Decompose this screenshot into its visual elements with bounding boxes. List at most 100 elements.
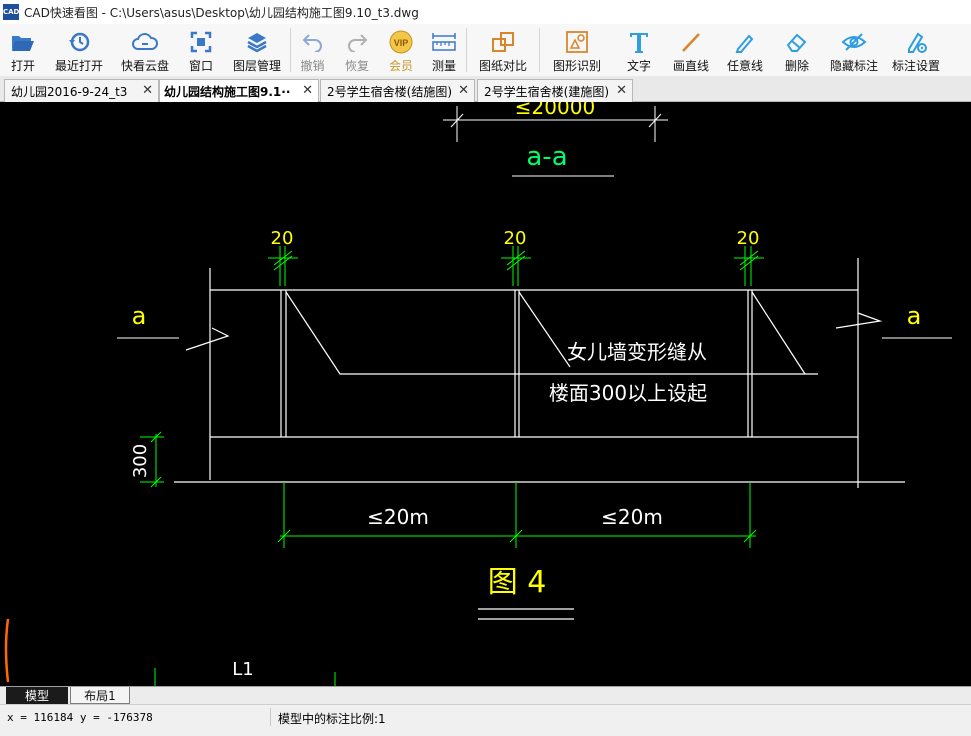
layout-tab-layout1[interactable]: 布局1: [70, 687, 130, 704]
annotation-settings-button[interactable]: 标注设置: [886, 24, 946, 76]
tab-label: 2号学生宿舍楼(结施图): [327, 84, 452, 99]
hide-annotation-label: 隐藏标注: [829, 59, 878, 73]
figure-title: 图 4: [488, 565, 547, 600]
document-tabbar: 幼儿园2016-9-24_t3 ✕ 幼儿园结构施工图9.1·· ✕ 2号学生宿舍…: [0, 76, 971, 103]
toolbar-separator: [466, 28, 467, 72]
gap-dimension-text: 20: [737, 228, 760, 249]
bottom-dimension-ticks: [154, 668, 336, 686]
close-tab-icon[interactable]: ✕: [458, 83, 469, 98]
undo-icon: [300, 29, 326, 55]
window-title: CAD快速看图 - C:\Users\asus\Desktop\幼儿园结构施工图…: [24, 5, 419, 20]
gap-dimension-text: 20: [504, 228, 527, 249]
top-dimension: [443, 106, 668, 142]
tab-label: 幼儿园结构施工图9.1··: [164, 85, 291, 99]
tab-label: 幼儿园2016-9-24_t3: [11, 84, 128, 99]
eraser-icon: [784, 29, 810, 55]
close-tab-icon[interactable]: ✕: [302, 83, 313, 98]
main-toolbar: 打开 最近打开 快看云盘 窗口 图层管理: [0, 24, 971, 76]
layout-tabbar: 模型 布局1: [0, 686, 971, 704]
parapet-wall-geometry: [174, 258, 905, 488]
undo-label: 撤销: [300, 59, 325, 73]
tab-dormitory-architecture[interactable]: 2号学生宿舍楼(建施图) ✕: [477, 79, 633, 102]
span-dimension-lines: [277, 482, 757, 548]
close-tab-icon[interactable]: ✕: [616, 83, 627, 98]
undo-button[interactable]: 撤销: [291, 24, 334, 76]
erase-button[interactable]: 删除: [772, 24, 822, 76]
redo-label: 恢复: [344, 59, 369, 73]
annotation-settings-icon: [903, 29, 929, 55]
recent-label: 最近打开: [54, 59, 103, 73]
open-button[interactable]: 打开: [0, 24, 46, 76]
toolbar-separator: [539, 28, 540, 72]
text-label: 文字: [626, 59, 651, 73]
redo-icon: [344, 29, 370, 55]
shape-recognize-button[interactable]: 图形识别: [540, 24, 614, 76]
annotation-scale-text: 模型中的标注比例:1: [278, 712, 386, 726]
window-button[interactable]: 窗口: [178, 24, 224, 76]
compare-button[interactable]: 图纸对比: [467, 24, 539, 76]
redo-button[interactable]: 恢复: [334, 24, 380, 76]
status-bar: x = 116184 y = -176378 模型中的标注比例:1: [0, 704, 971, 736]
open-label: 打开: [10, 59, 35, 73]
tab-kindergarten-2016[interactable]: 幼儿园2016-9-24_t3 ✕: [4, 79, 159, 102]
note-line-2: 楼面300以上设起: [549, 381, 707, 405]
vip-button[interactable]: VIP 会员: [380, 24, 422, 76]
window-label: 窗口: [188, 59, 213, 73]
layers-label: 图层管理: [232, 59, 281, 73]
shape-recognize-label: 图形识别: [552, 59, 601, 73]
title-bar: CAD CAD快速看图 - C:\Users\asus\Desktop\幼儿园结…: [0, 0, 971, 24]
pencil-icon: [732, 29, 758, 55]
layout-tab-model[interactable]: 模型: [6, 687, 68, 704]
figure-title-underline: [478, 608, 574, 620]
compare-squares-icon: [490, 29, 516, 55]
section-title: a-a: [526, 142, 567, 172]
gap-dimension-marks: [268, 246, 764, 286]
cloud-icon: [132, 29, 158, 55]
status-divider: [270, 708, 271, 726]
orange-highlight-stroke: [4, 618, 10, 683]
recent-button[interactable]: 最近打开: [46, 24, 112, 76]
top-dimension-text: ≤20000: [515, 102, 595, 119]
cursor-coordinates: x = 116184 y = -176378: [7, 711, 153, 724]
annotation-settings-label: 标注设置: [891, 59, 940, 73]
span-dimension-text: ≤20m: [367, 505, 429, 529]
text-button[interactable]: 文字: [614, 24, 664, 76]
measure-label: 测量: [431, 59, 456, 73]
window-fullscreen-icon: [188, 29, 214, 55]
layers-icon: [244, 29, 270, 55]
freehand-label: 任意线: [726, 59, 763, 73]
cloud-button[interactable]: 快看云盘: [112, 24, 178, 76]
cad-drawing[interactable]: ≤20000 a-a 20 20 20 a a: [0, 102, 971, 686]
eye-hide-icon: [841, 29, 867, 55]
line-icon: [678, 29, 704, 55]
gap-dimension-text: 20: [271, 228, 294, 249]
vip-label: 会员: [388, 59, 413, 73]
hide-annotation-button[interactable]: 隐藏标注: [822, 24, 886, 76]
tab-dormitory-structure[interactable]: 2号学生宿舍楼(结施图) ✕: [320, 79, 475, 102]
folder-open-icon: [10, 29, 36, 55]
section-mark-right: a: [907, 302, 922, 330]
vip-badge-text: VIP: [394, 38, 409, 48]
line-button[interactable]: 画直线: [664, 24, 718, 76]
layers-button[interactable]: 图层管理: [224, 24, 290, 76]
height-dimension: [140, 431, 164, 488]
compare-label: 图纸对比: [478, 59, 527, 73]
app-logo-icon: CAD: [3, 4, 19, 20]
history-clock-icon: [66, 29, 92, 55]
freehand-button[interactable]: 任意线: [718, 24, 772, 76]
beam-label: L1: [232, 659, 253, 680]
text-t-icon: [626, 29, 652, 55]
span-dimension-text: ≤20m: [601, 505, 663, 529]
measure-button[interactable]: 测量: [422, 24, 466, 76]
toolbar-separator: [290, 28, 291, 72]
cloud-label: 快看云盘: [120, 59, 169, 73]
tab-kindergarten-structure[interactable]: 幼儿园结构施工图9.1·· ✕: [159, 79, 319, 103]
note-line-1: 女儿墙变形缝从: [567, 340, 707, 364]
drawing-canvas[interactable]: ≤20000 a-a 20 20 20 a a: [0, 102, 971, 686]
close-tab-icon[interactable]: ✕: [142, 83, 153, 98]
shape-recognize-icon: [564, 29, 590, 55]
line-label: 画直线: [672, 59, 709, 73]
vip-badge-icon: VIP: [388, 29, 414, 55]
ruler-icon: [431, 29, 457, 55]
